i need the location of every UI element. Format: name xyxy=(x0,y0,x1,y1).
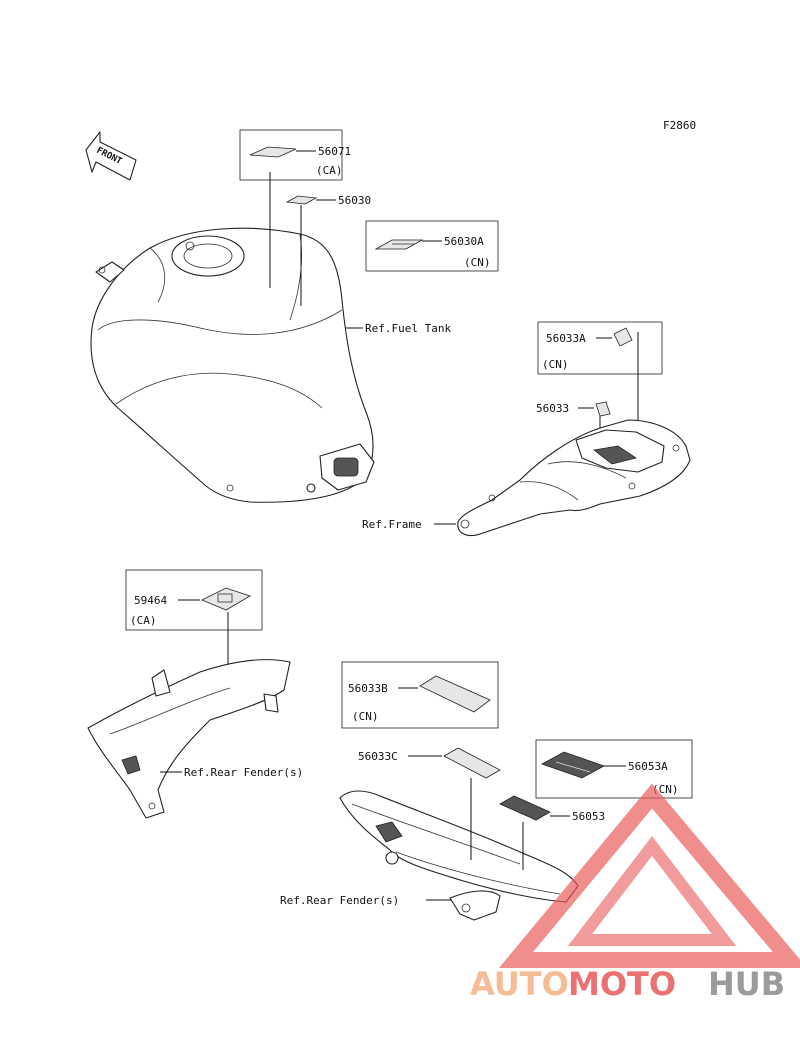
region-56033A: (CN) xyxy=(542,358,569,371)
watermark-hub: HUB xyxy=(708,965,785,1003)
region-56030A: (CN) xyxy=(464,256,491,269)
region-56071: (CA) xyxy=(316,164,343,177)
part-56053A: 56053A xyxy=(628,760,668,773)
decal-59464 xyxy=(201,587,251,611)
part-56030A: 56030A xyxy=(444,235,484,248)
label-box-56030A xyxy=(365,220,499,272)
frame-illustration xyxy=(457,419,691,537)
decal-56033B xyxy=(419,675,491,713)
decal-56030A xyxy=(374,239,424,250)
ref-frame: Ref.Frame xyxy=(362,518,422,531)
rear-fender-right-illustration xyxy=(339,790,579,921)
front-arrow-icon: FRONT xyxy=(85,131,137,181)
part-56033C: 56033C xyxy=(358,750,398,763)
decal-56033C xyxy=(443,747,501,779)
part-56033B: 56033B xyxy=(348,682,388,695)
label-box-56071 xyxy=(239,129,343,181)
part-56033: 56033 xyxy=(536,402,569,415)
watermark-auto: AUTO xyxy=(470,965,569,1003)
part-56030: 56030 xyxy=(338,194,371,207)
decal-56053A xyxy=(541,751,605,779)
rear-fender-left-illustration xyxy=(87,659,291,819)
automotohub-logo: AUTO MOTO HUB xyxy=(470,783,800,1003)
part-56033A: 56033A xyxy=(546,332,586,345)
region-59464: (CA) xyxy=(130,614,157,627)
decal-56030 xyxy=(285,195,318,205)
decal-56071 xyxy=(249,146,297,158)
fuel-tank-illustration xyxy=(90,227,375,503)
label-box-56033A xyxy=(537,321,663,375)
ref-rear-fender-1: Ref.Rear Fender(s) xyxy=(184,766,303,779)
label-box-56033B xyxy=(341,661,499,729)
watermark-moto: MOTO xyxy=(568,965,676,1003)
figure-code: F2860 xyxy=(663,119,696,132)
label-box-59464 xyxy=(125,569,263,631)
part-59464: 59464 xyxy=(134,594,167,607)
part-56053: 56053 xyxy=(572,810,605,823)
part-56071: 56071 xyxy=(318,145,351,158)
region-56033B: (CN) xyxy=(352,710,379,723)
ref-fuel-tank: Ref.Fuel Tank xyxy=(365,322,451,335)
decal-56033A xyxy=(613,327,633,347)
label-box-56053A xyxy=(535,739,693,799)
decal-56033 xyxy=(595,401,611,417)
ref-rear-fender-2: Ref.Rear Fender(s) xyxy=(280,894,399,907)
decal-56053 xyxy=(499,795,551,821)
